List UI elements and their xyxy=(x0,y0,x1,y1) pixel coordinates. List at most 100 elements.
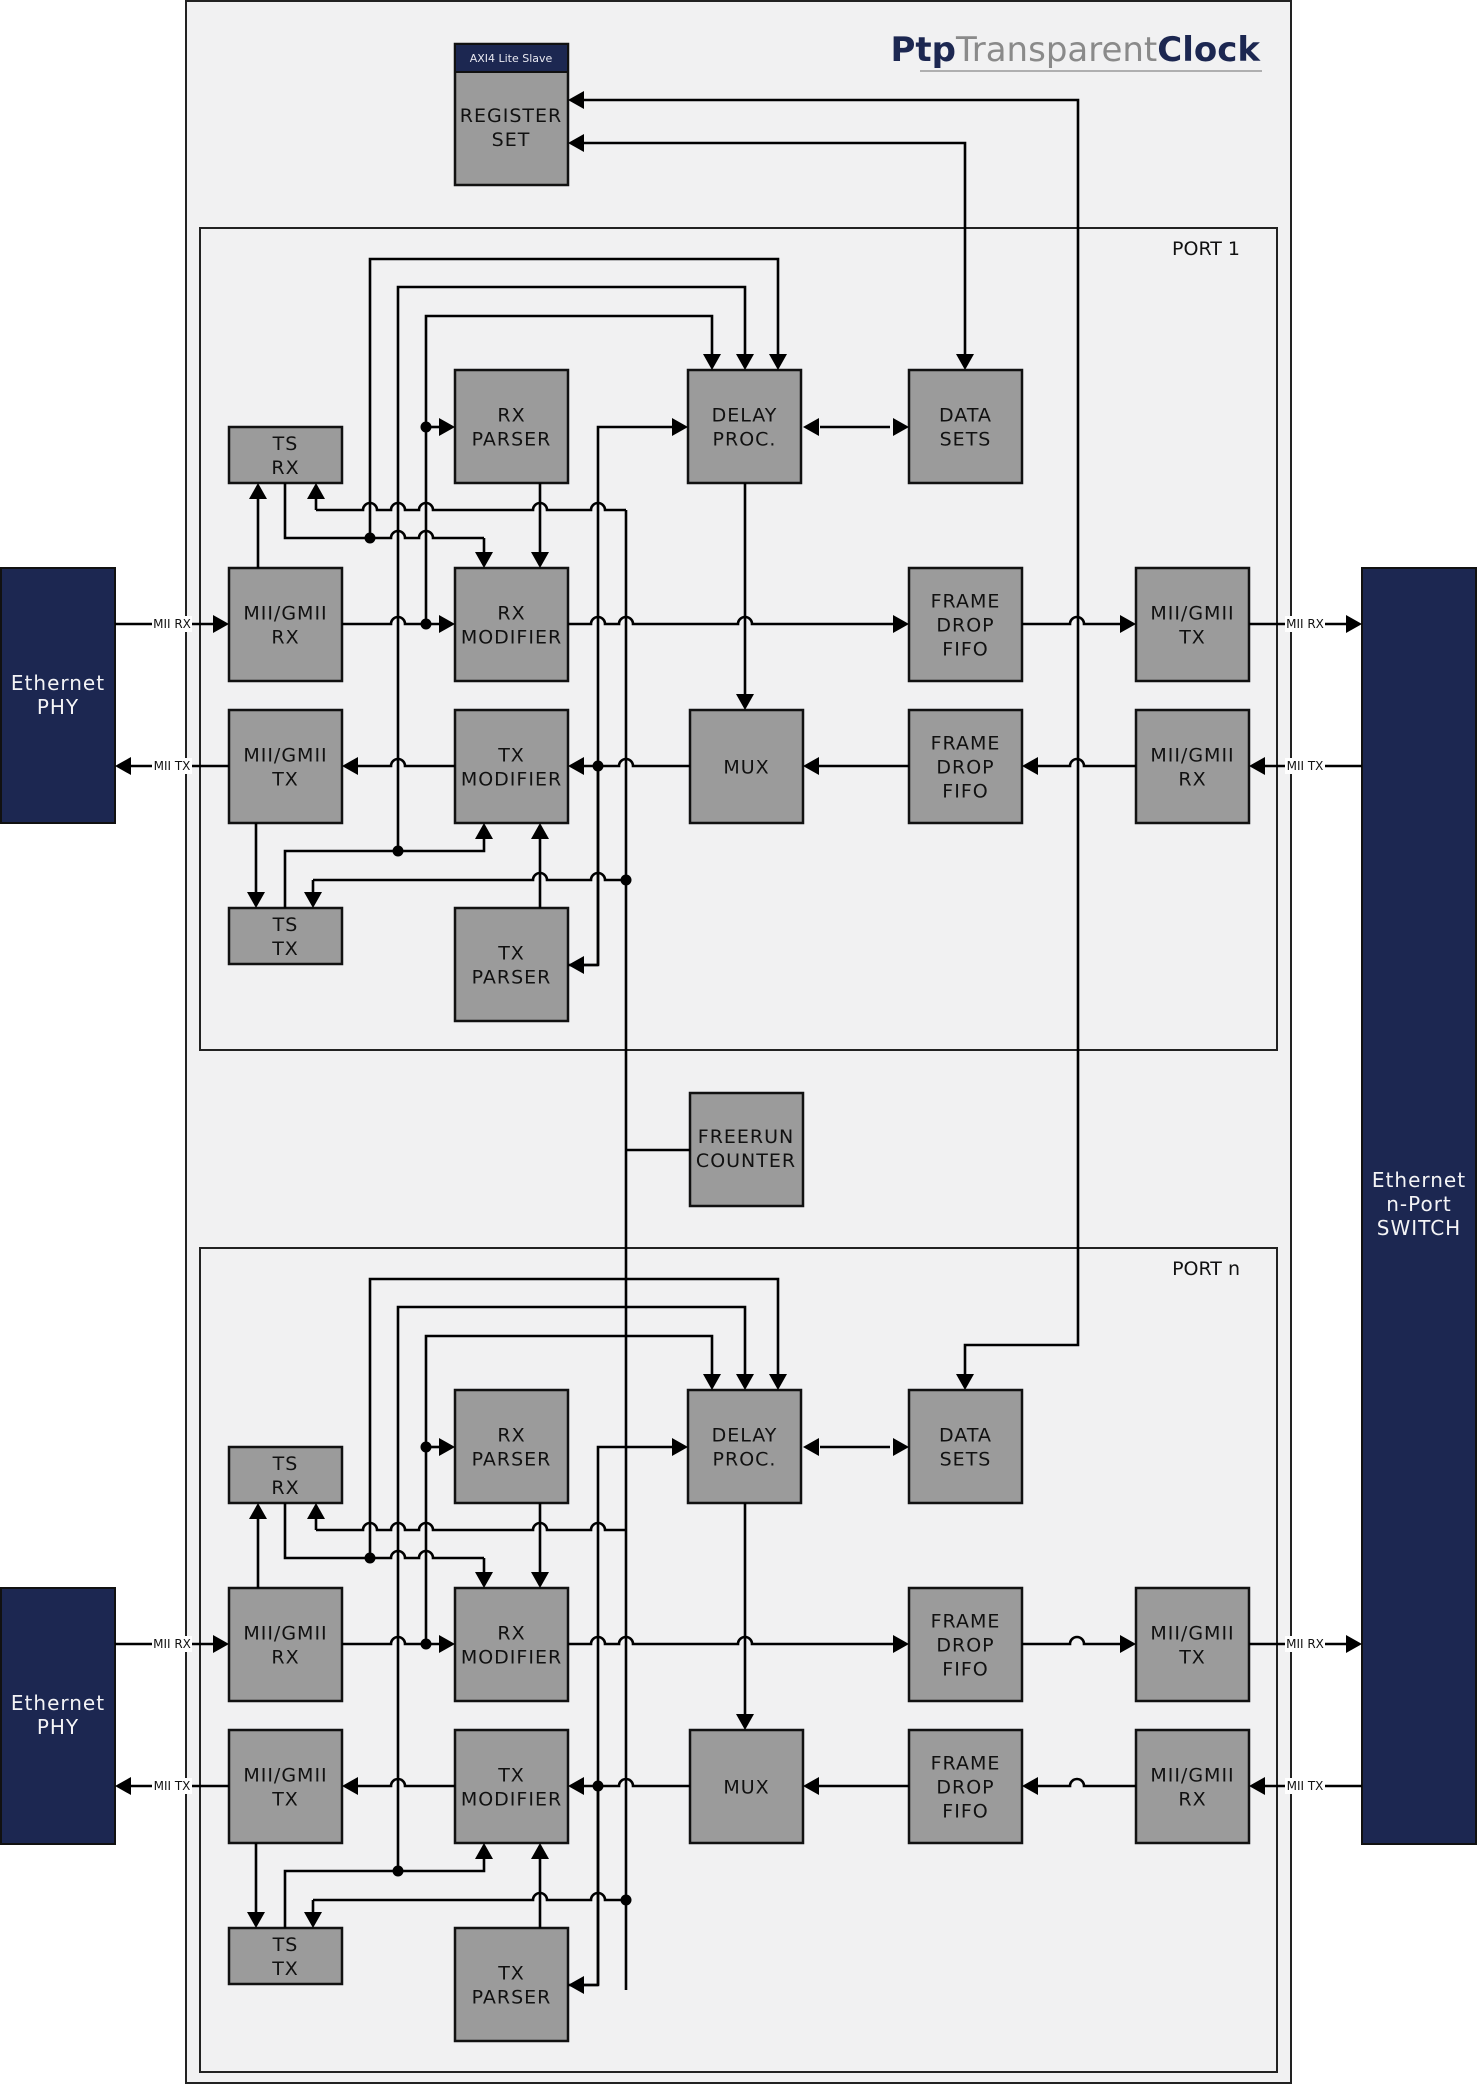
tx-parser-block-rect xyxy=(453,1926,570,2043)
arrowhead-icon xyxy=(249,1503,267,1519)
signal-label: MII TX xyxy=(154,1779,191,1793)
signal-label-bg xyxy=(1285,758,1325,774)
delay-proc-block-label: PROC. xyxy=(713,1449,777,1471)
arrowhead-icon xyxy=(531,552,549,568)
frame-drop-fifo-tx-block-label: FRAME xyxy=(931,1753,1001,1775)
switch-label-3: SWITCH xyxy=(1377,1216,1461,1240)
arrowhead-icon xyxy=(1249,1777,1265,1795)
frame-drop-fifo-tx-block-label: FRAME xyxy=(931,733,1001,755)
arrowhead-icon xyxy=(307,483,325,499)
signal-wire xyxy=(370,1549,484,1560)
ethernet-phy-1[interactable]: Ethernet PHY xyxy=(0,567,116,824)
mii-gmii-tx-block-label: TX xyxy=(271,1789,299,1811)
signal-wire xyxy=(568,1635,893,1646)
arrowhead-icon xyxy=(342,757,358,775)
phy-1-label-1: Ethernet xyxy=(11,671,105,695)
ts-rx-block-label: TS xyxy=(272,433,299,455)
arrowhead-icon xyxy=(803,757,819,775)
tx-parser-block-rect xyxy=(453,906,570,1023)
wire xyxy=(396,1305,747,1870)
wire xyxy=(368,257,780,538)
rx-parser-block-rect xyxy=(453,1388,570,1505)
arrowhead-icon xyxy=(475,1843,493,1859)
rx-parser-block-label: PARSER xyxy=(472,1449,552,1471)
arrowhead-icon xyxy=(439,1438,455,1456)
arrowhead-icon xyxy=(439,1635,455,1653)
switch-mii-gmii-tx-block-label: MII/GMII xyxy=(1150,603,1234,625)
mii-gmii-tx-block-label: MII/GMII xyxy=(243,745,327,767)
rx-parser-block-label: PARSER xyxy=(472,429,552,451)
frame-drop-fifo-tx-block-rect xyxy=(907,1728,1024,1845)
delay-proc-block-label: DELAY xyxy=(712,1425,778,1447)
arrowhead-icon xyxy=(672,418,688,436)
signal-label-bg xyxy=(152,1778,192,1794)
arrowhead-icon xyxy=(1120,1635,1136,1653)
data-sets-block-label: SETS xyxy=(940,1449,992,1471)
ethernet-switch[interactable]: Ethernet n-Port SWITCH xyxy=(1361,567,1477,1845)
arrowhead-icon xyxy=(703,354,721,370)
axi4-lite-label: AXI4 Lite Slave xyxy=(470,52,553,65)
tx-modifier-block-label: MODIFIER xyxy=(461,1789,562,1811)
wire xyxy=(584,1786,600,1987)
tx-parser-block-label: TX xyxy=(497,1963,525,1985)
title-clock: Clock xyxy=(1157,30,1261,70)
switch-mii-gmii-rx-block-label: MII/GMII xyxy=(1150,745,1234,767)
rx-parser-block-label: RX xyxy=(497,1425,525,1447)
arrowhead-icon xyxy=(439,615,455,633)
wire xyxy=(584,766,600,967)
tx-parser-block-label: PARSER xyxy=(472,1987,552,2009)
signal-label-bg xyxy=(152,758,192,774)
arrowhead-icon xyxy=(1120,615,1136,633)
arrowhead-icon xyxy=(893,615,909,633)
freerun-counter-block[interactable]: FREERUN COUNTER xyxy=(688,1091,805,1208)
signal-wire xyxy=(568,615,893,626)
switch-mii-gmii-rx-block-label: RX xyxy=(1178,1789,1206,1811)
register-to-data-sets-n xyxy=(584,98,1080,1374)
ts-tx-block-label: TS xyxy=(272,1934,299,1956)
mii-gmii-rx-block-label: MII/GMII xyxy=(243,603,327,625)
arrowhead-icon xyxy=(115,1777,131,1795)
arrowhead-icon xyxy=(342,1777,358,1795)
register-label-1: REGISTER xyxy=(460,105,562,127)
register-set-block[interactable]: AXI4 Lite Slave REGISTER SET xyxy=(453,42,570,187)
ethernet-phy-n[interactable]: Ethernet PHY xyxy=(0,1587,116,1845)
mii-gmii-tx-block-label: TX xyxy=(271,769,299,791)
arrowhead-icon xyxy=(803,1777,819,1795)
mux-block-rect xyxy=(688,1728,805,1845)
mux-block[interactable]: MUX xyxy=(688,1728,805,1845)
mux-block[interactable]: MUX xyxy=(688,708,805,825)
arrowhead-icon xyxy=(568,956,584,974)
switch-mii-gmii-tx-block-rect xyxy=(1134,1586,1251,1703)
arrowhead-icon xyxy=(213,1635,229,1653)
switch-mii-gmii-tx-block-label: MII/GMII xyxy=(1150,1623,1234,1645)
ts-tx-block-label: TX xyxy=(271,1958,299,1980)
